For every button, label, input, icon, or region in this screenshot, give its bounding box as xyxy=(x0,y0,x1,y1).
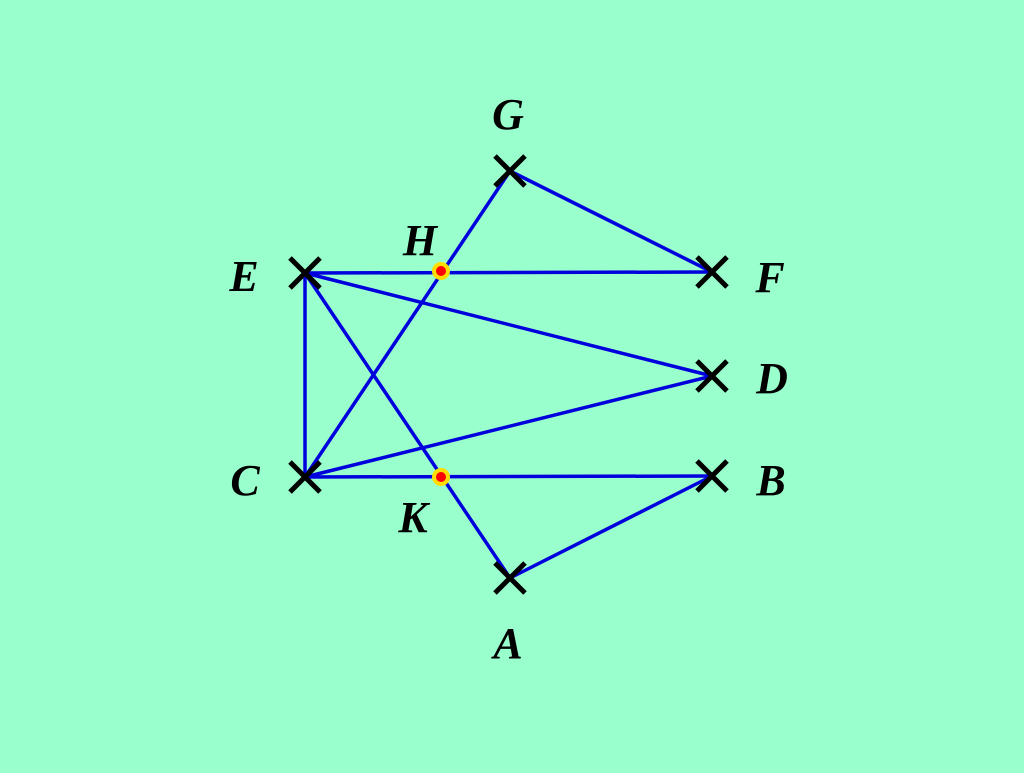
segment-ea xyxy=(303,271,512,580)
cross-icon xyxy=(493,154,527,188)
segment-cd xyxy=(303,374,714,479)
cross-icon xyxy=(695,255,729,289)
segment-gc xyxy=(303,169,512,479)
point-label-f: F xyxy=(754,253,784,302)
point-label-b: B xyxy=(755,456,785,505)
point-label-d: D xyxy=(755,354,788,403)
markers-layer xyxy=(288,154,729,595)
segment-gf xyxy=(508,169,714,274)
point-label-k: K xyxy=(397,493,430,542)
cross-icon xyxy=(695,359,729,393)
dot-icon xyxy=(432,468,450,486)
point-label-g: G xyxy=(492,90,524,139)
segments-layer xyxy=(303,169,714,580)
dot-icon xyxy=(432,262,450,280)
point-label-h: H xyxy=(402,216,439,265)
segment-cb xyxy=(303,474,714,479)
cross-icon xyxy=(288,256,322,290)
cross-icon xyxy=(288,460,322,494)
segment-ed xyxy=(303,271,714,378)
point-label-a: A xyxy=(490,619,522,668)
labels-layer: G E F D C B A H K xyxy=(228,90,788,668)
cross-icon xyxy=(493,561,527,595)
segment-ab xyxy=(508,474,714,580)
segment-ef xyxy=(303,270,714,275)
point-label-c: C xyxy=(230,456,260,505)
point-label-e: E xyxy=(228,252,258,301)
cross-icon xyxy=(695,459,729,493)
